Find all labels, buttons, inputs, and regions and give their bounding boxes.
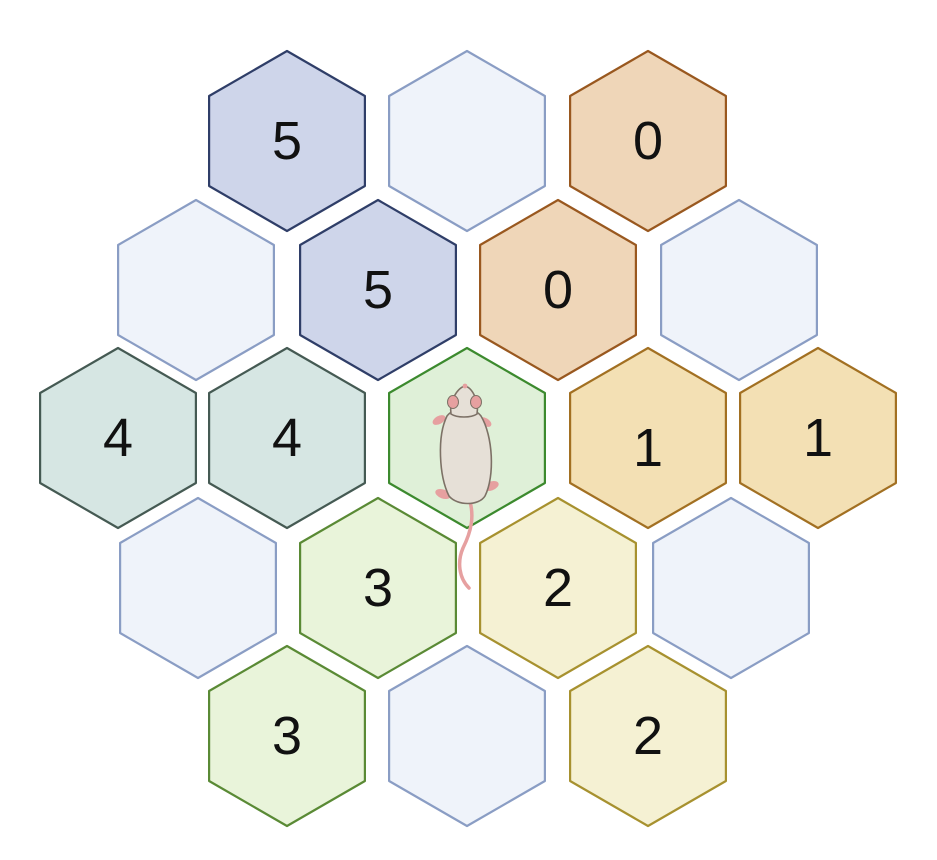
mouse-ear [447, 395, 459, 409]
hex-label: 0 [633, 111, 663, 171]
hex-shape [298, 496, 458, 680]
mouse-nose [462, 383, 468, 389]
hex-shape [207, 644, 367, 828]
mouse-icon [432, 383, 499, 590]
hex-label: 4 [272, 408, 302, 468]
hex-shape [568, 346, 728, 530]
hex-shape [207, 49, 367, 233]
hex-shape [738, 346, 898, 530]
hex-cell[interactable]: 1 [568, 346, 728, 530]
hex-shape [298, 198, 458, 382]
hex-label: 1 [633, 418, 663, 478]
mouse-ear [470, 395, 482, 409]
hex-cell[interactable]: 3 [298, 496, 458, 680]
hex-cell[interactable] [659, 198, 819, 382]
hex-cell[interactable]: 5 [298, 198, 458, 382]
hex-cell[interactable]: 4 [207, 346, 367, 530]
mouse-foot [432, 415, 446, 425]
hex-cell[interactable] [651, 496, 811, 680]
hex-shape [478, 496, 638, 680]
hex-cell[interactable] [387, 49, 547, 233]
hex-cell[interactable]: 1 [738, 346, 898, 530]
hex-shape [118, 496, 278, 680]
hex-label: 5 [363, 260, 393, 320]
hex-label: 3 [363, 558, 393, 618]
hex-shape [478, 198, 638, 382]
hex-label: 5 [272, 111, 302, 171]
hex-shape [387, 644, 547, 828]
hex-cell[interactable]: 0 [478, 198, 638, 382]
hex-label: 1 [803, 408, 833, 468]
mouse-tail [457, 496, 474, 590]
hex-shape [568, 644, 728, 828]
mouse-body [439, 407, 493, 505]
hex-shape [659, 198, 819, 382]
hex-cell[interactable]: 4 [38, 346, 198, 530]
hex-cell[interactable]: 0 [568, 49, 728, 233]
hex-cell[interactable] [118, 496, 278, 680]
hex-shape [116, 198, 276, 382]
hex-label: 0 [543, 260, 573, 320]
hex-shape [207, 346, 367, 530]
hex-shape [568, 49, 728, 233]
hex-shape [38, 346, 198, 530]
hex-cell[interactable] [116, 198, 276, 382]
hex-label: 3 [272, 706, 302, 766]
hex-label: 4 [103, 408, 133, 468]
hex-shape [387, 49, 547, 233]
hex-label: 2 [633, 706, 663, 766]
hex-cell[interactable]: 2 [478, 496, 638, 680]
hex-cell[interactable]: 5 [207, 49, 367, 233]
hex-cell[interactable] [387, 644, 547, 828]
hex-label: 2 [543, 558, 573, 618]
hex-shape [651, 496, 811, 680]
hex-cell[interactable]: 3 [207, 644, 367, 828]
hex-cell[interactable]: 2 [568, 644, 728, 828]
